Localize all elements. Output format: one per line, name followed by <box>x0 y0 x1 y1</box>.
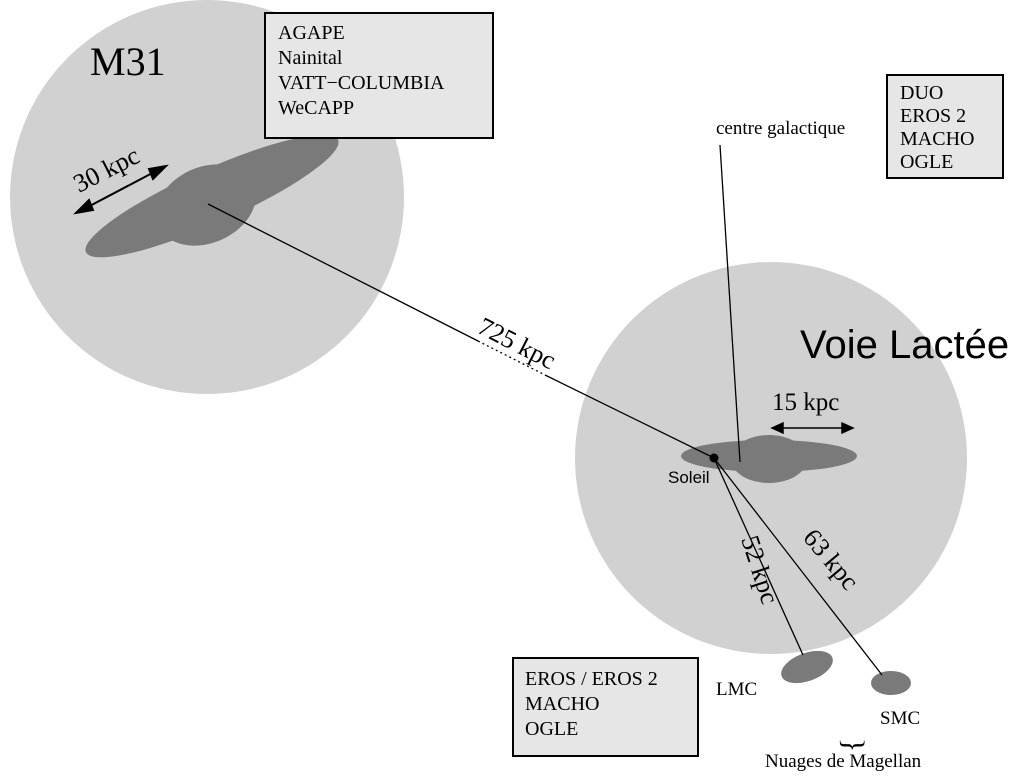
magellanic-experiments-box: EROS / EROS 2 MACHO OGLE <box>512 657 699 757</box>
line-to-smc <box>713 457 883 676</box>
smc-label: SMC <box>880 708 920 729</box>
m31-disk <box>85 134 339 258</box>
experiment-item: OGLE <box>900 151 954 173</box>
galactic-center-experiments-box: DUO EROS 2 MACHO OGLE <box>886 74 1004 179</box>
milky-way-disk <box>681 435 857 483</box>
magellanic-clouds-label: Nuages de Magellan <box>765 751 922 772</box>
m31-size-arrow <box>73 164 169 215</box>
experiment-item: VATT−COLUMBIA <box>278 72 445 94</box>
line-to-m31 <box>207 203 479 342</box>
experiment-item: WeCAPP <box>278 97 355 119</box>
m31-experiments-box: AGAPE Nainital VATT−COLUMBIA WeCAPP <box>264 12 494 139</box>
milky-way-title: Voie Lactée <box>800 323 1009 367</box>
sun-marker <box>709 453 719 463</box>
experiment-item: MACHO <box>900 128 975 150</box>
galactic-center-label: centre galactique <box>716 118 845 139</box>
magellan-brace: } <box>837 738 870 752</box>
experiment-item: MACHO <box>525 693 600 715</box>
line-to-galactic-center <box>719 144 741 463</box>
experiment-item: EROS 2 <box>900 105 967 127</box>
sun-label: Soleil <box>668 468 710 487</box>
experiment-item: EROS / EROS 2 <box>525 668 658 690</box>
experiment-item: OGLE <box>525 718 579 740</box>
m31-title: M31 <box>90 39 166 84</box>
m31-distance-label: 725 kpc <box>473 312 560 376</box>
experiment-item: AGAPE <box>278 22 345 44</box>
line-to-lmc <box>713 457 804 656</box>
mw-size-label: 15 kpc <box>772 389 839 416</box>
lmc-cloud <box>781 650 833 684</box>
smc-cloud <box>871 671 911 695</box>
sight-lines <box>207 144 883 676</box>
mw-size-arrow <box>770 421 855 435</box>
line-from-m31-gap <box>544 374 715 459</box>
experiment-item: DUO <box>900 82 944 104</box>
lmc-label: LMC <box>716 679 757 700</box>
experiment-item: Nainital <box>278 47 343 69</box>
